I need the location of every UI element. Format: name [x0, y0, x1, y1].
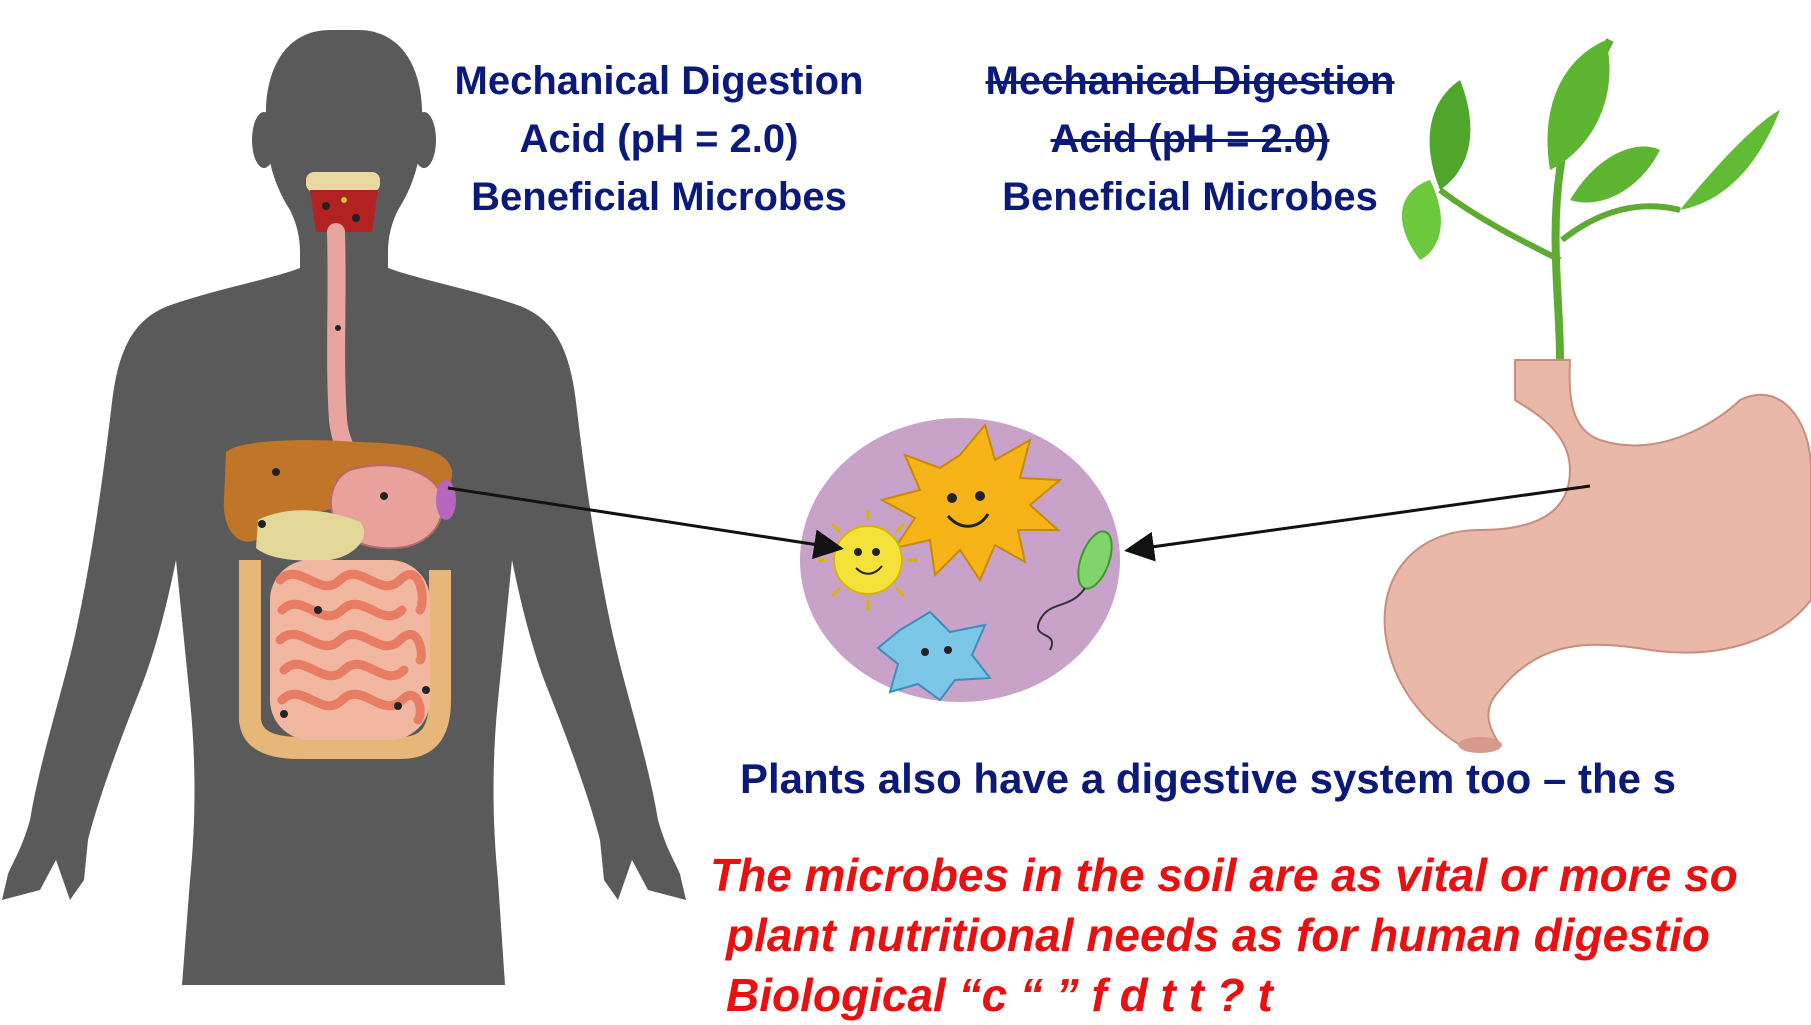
acid-label: Acid (pH = 2.0) — [418, 110, 900, 168]
plant-seedling — [1402, 40, 1780, 360]
mechanical-digestion-struck-label: Mechanical Digestion — [960, 52, 1420, 110]
stomach-image — [1385, 360, 1811, 753]
mechanical-digestion-label: Mechanical Digestion — [418, 52, 900, 110]
small-intestine — [270, 560, 430, 740]
beneficial-microbes-label: Beneficial Microbes — [418, 168, 900, 226]
emphasis-line-1: The microbes in the soil are as vital or… — [710, 845, 1738, 905]
beneficial-microbes-soil-label: Beneficial Microbes — [960, 168, 1420, 226]
human-digestion-properties: Mechanical Digestion Acid (pH = 2.0) Ben… — [418, 52, 900, 226]
microbe-emphasis: The microbes in the soil are as vital or… — [710, 845, 1738, 1025]
pancreas — [256, 510, 364, 560]
yellow-microbe — [818, 510, 918, 610]
emphasis-line-2: plant nutritional needs as for human dig… — [710, 905, 1738, 965]
microbes-illustration — [800, 418, 1120, 702]
illustration-canvas — [0, 0, 1811, 985]
spleen — [436, 480, 456, 520]
soil-digestion-properties: Mechanical Digestion Acid (pH = 2.0) Ben… — [960, 52, 1420, 226]
acid-struck-label: Acid (pH = 2.0) — [960, 110, 1420, 168]
emphasis-line-3: Biological “c “ ” f d t t ? t — [710, 965, 1738, 1025]
mouth-organ — [306, 172, 380, 232]
plant-digestive-statement: Plants also have a digestive system too … — [740, 755, 1676, 803]
